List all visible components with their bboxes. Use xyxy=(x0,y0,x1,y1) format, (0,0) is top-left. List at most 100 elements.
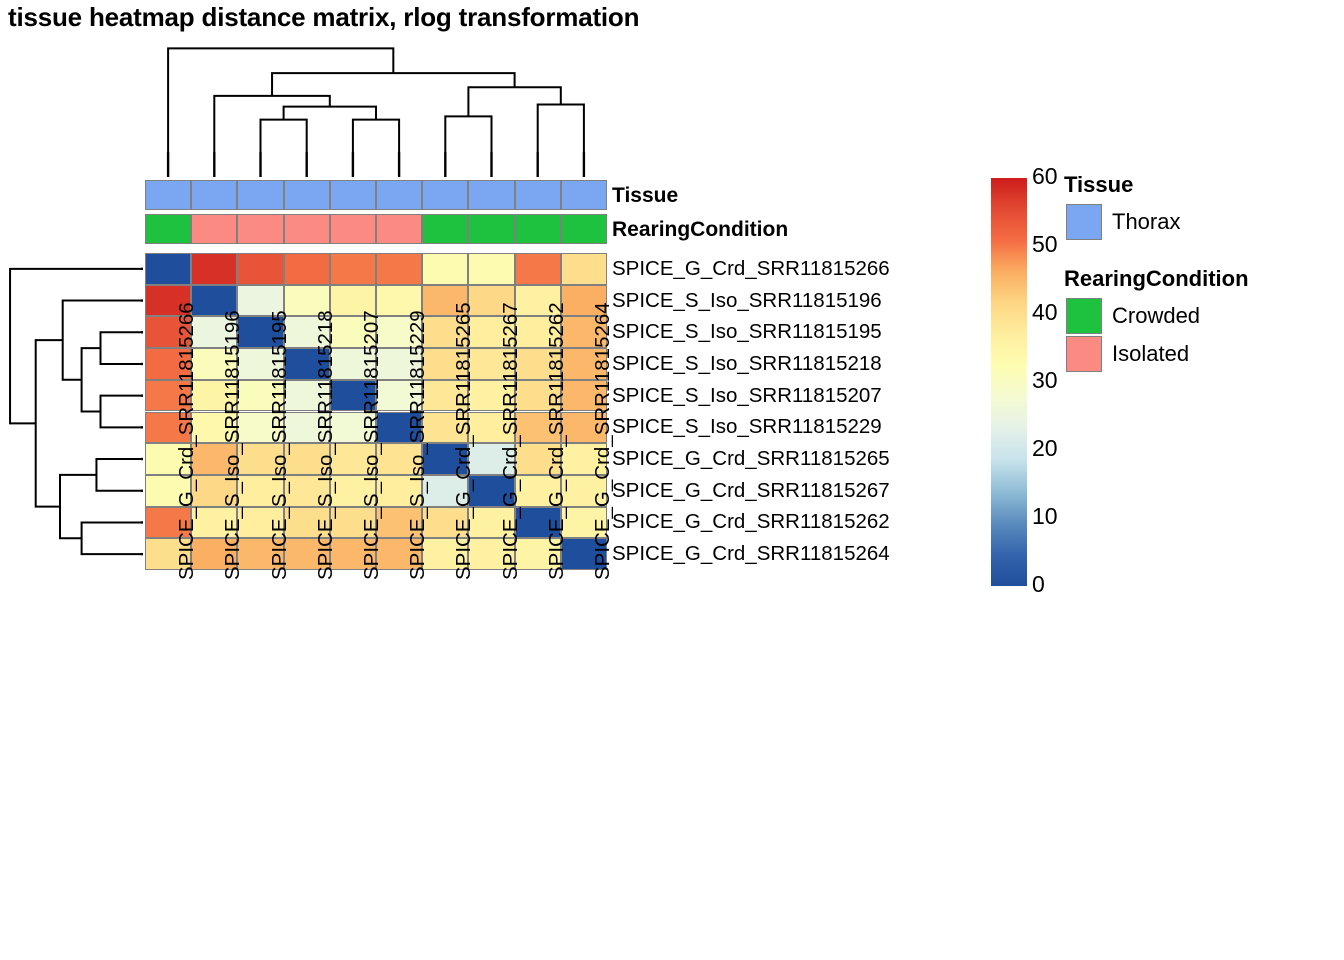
annotation-cell-rearingcondition xyxy=(145,214,192,244)
heatmap-cell xyxy=(376,474,423,507)
column-label: SPICE_S_Iso_SRR11815218 xyxy=(313,310,337,580)
column-label: SPICE_S_Iso_SRR11815229 xyxy=(406,310,430,580)
heatmap-cell xyxy=(468,348,515,380)
heatmap-cell xyxy=(191,443,238,475)
annotation-cell-rearingcondition xyxy=(468,214,515,244)
heatmap-cell xyxy=(422,411,469,444)
heatmap-cell xyxy=(514,443,561,475)
heatmap-cell xyxy=(560,411,607,444)
heatmap-cell xyxy=(283,348,330,380)
heatmap-cell xyxy=(468,443,515,475)
heatmap-cell xyxy=(514,348,561,380)
row-dendrogram xyxy=(9,267,141,556)
heatmap-cell xyxy=(468,284,515,317)
colorbar-tick-label: 40 xyxy=(1032,299,1058,325)
heatmap-cell xyxy=(376,284,423,317)
heatmap-cell xyxy=(237,474,284,507)
dendrogram-link xyxy=(9,267,141,425)
row-label: SPICE_G_Crd_SRR11815264 xyxy=(612,542,890,566)
heatmap-cell xyxy=(468,474,515,507)
heatmap-cell xyxy=(329,538,376,570)
heatmap-cell xyxy=(145,379,192,412)
row-label: SPICE_S_Iso_SRR11815195 xyxy=(612,320,882,344)
heatmap-cell xyxy=(283,474,330,507)
heatmap-cell xyxy=(514,474,561,507)
heatmap-cell xyxy=(560,253,607,285)
row-label: SPICE_G_Crd_SRR11815262 xyxy=(612,510,890,534)
legend-swatch xyxy=(1066,298,1102,334)
row-label: SPICE_S_Iso_SRR11815229 xyxy=(612,415,882,439)
annotation-cell-tissue xyxy=(191,180,238,210)
dendrogram-link xyxy=(259,118,308,152)
heatmap-cell xyxy=(145,443,192,475)
heatmap-cell xyxy=(560,443,607,475)
heatmap-cell xyxy=(191,538,238,570)
dendrogram-link xyxy=(536,103,585,152)
heatmap-cell xyxy=(376,316,423,349)
heatmap-cell xyxy=(514,284,561,317)
annotation-cell-rearingcondition xyxy=(191,214,238,244)
colorbar-tick-label: 60 xyxy=(1032,163,1058,189)
heatmap-cell xyxy=(145,284,192,317)
annotation-cell-tissue xyxy=(283,180,330,210)
heatmap-cell xyxy=(468,253,515,285)
dendrogram-link xyxy=(467,86,562,117)
column-label: SPICE_G_Crd_SRR11815266 xyxy=(175,302,199,580)
heatmap-cell xyxy=(237,506,284,539)
heatmap-cell xyxy=(514,506,561,539)
annotation-cell-tissue xyxy=(376,180,423,210)
heatmap-cell xyxy=(191,284,238,317)
heatmap-cell xyxy=(514,316,561,349)
heatmap-cell xyxy=(191,506,238,539)
dendrogram-link xyxy=(80,521,141,556)
annotation-cell-tissue xyxy=(560,180,607,210)
heatmap-cell xyxy=(283,379,330,412)
heatmap-cell xyxy=(468,538,515,570)
heatmap-cell xyxy=(237,538,284,570)
dendrogram-link xyxy=(282,105,377,120)
heatmap-cell xyxy=(145,538,192,570)
heatmap-cell xyxy=(560,506,607,539)
heatmap-cell xyxy=(283,443,330,475)
heatmap-cell xyxy=(468,506,515,539)
heatmap-cell xyxy=(560,316,607,349)
annotation-cell-tissue xyxy=(514,180,561,210)
heatmap-cell xyxy=(376,506,423,539)
legend-swatch xyxy=(1066,336,1102,372)
heatmap-cell xyxy=(560,284,607,317)
column-label: SPICE_G_Crd_SRR11815264 xyxy=(590,302,614,580)
heatmap-cell xyxy=(237,443,284,475)
dendrogram-link xyxy=(351,118,401,152)
heatmap-cell xyxy=(329,284,376,317)
heatmap-cell xyxy=(422,348,469,380)
heatmap-cell xyxy=(468,379,515,412)
column-dendrogram xyxy=(167,47,585,152)
heatmap-cell xyxy=(329,474,376,507)
heatmap-cell xyxy=(376,348,423,380)
column-label: SPICE_S_Iso_SRR11815196 xyxy=(221,310,245,580)
heatmap-cell xyxy=(145,506,192,539)
dendrogram-link xyxy=(59,473,97,540)
legend-label: Thorax xyxy=(1112,209,1181,234)
heatmap-cell xyxy=(422,379,469,412)
column-label: SPICE_S_Iso_SRR11815195 xyxy=(267,310,291,580)
heatmap-cell xyxy=(145,411,192,444)
heatmap-cell xyxy=(283,284,330,317)
heatmap-cell xyxy=(329,253,376,285)
heatmap-cell xyxy=(237,284,284,317)
heatmap-cell xyxy=(560,348,607,380)
annotation-label: Tissue xyxy=(612,184,679,207)
heatmap-cell xyxy=(329,316,376,349)
annotation-cell-rearingcondition xyxy=(422,214,469,244)
heatmap-cell xyxy=(376,538,423,570)
heatmap-cell xyxy=(560,379,607,412)
page-title: tissue heatmap distance matrix, rlog tra… xyxy=(8,2,640,32)
heatmap-cell xyxy=(376,253,423,285)
dendrogram-link xyxy=(95,458,141,492)
column-label: SPICE_G_Crd_SRR11815267 xyxy=(498,302,522,580)
dendrogram-link xyxy=(167,47,395,152)
annotation-cell-tissue xyxy=(468,180,515,210)
row-tick-marks xyxy=(141,267,143,556)
dendrogram-link xyxy=(99,331,141,365)
